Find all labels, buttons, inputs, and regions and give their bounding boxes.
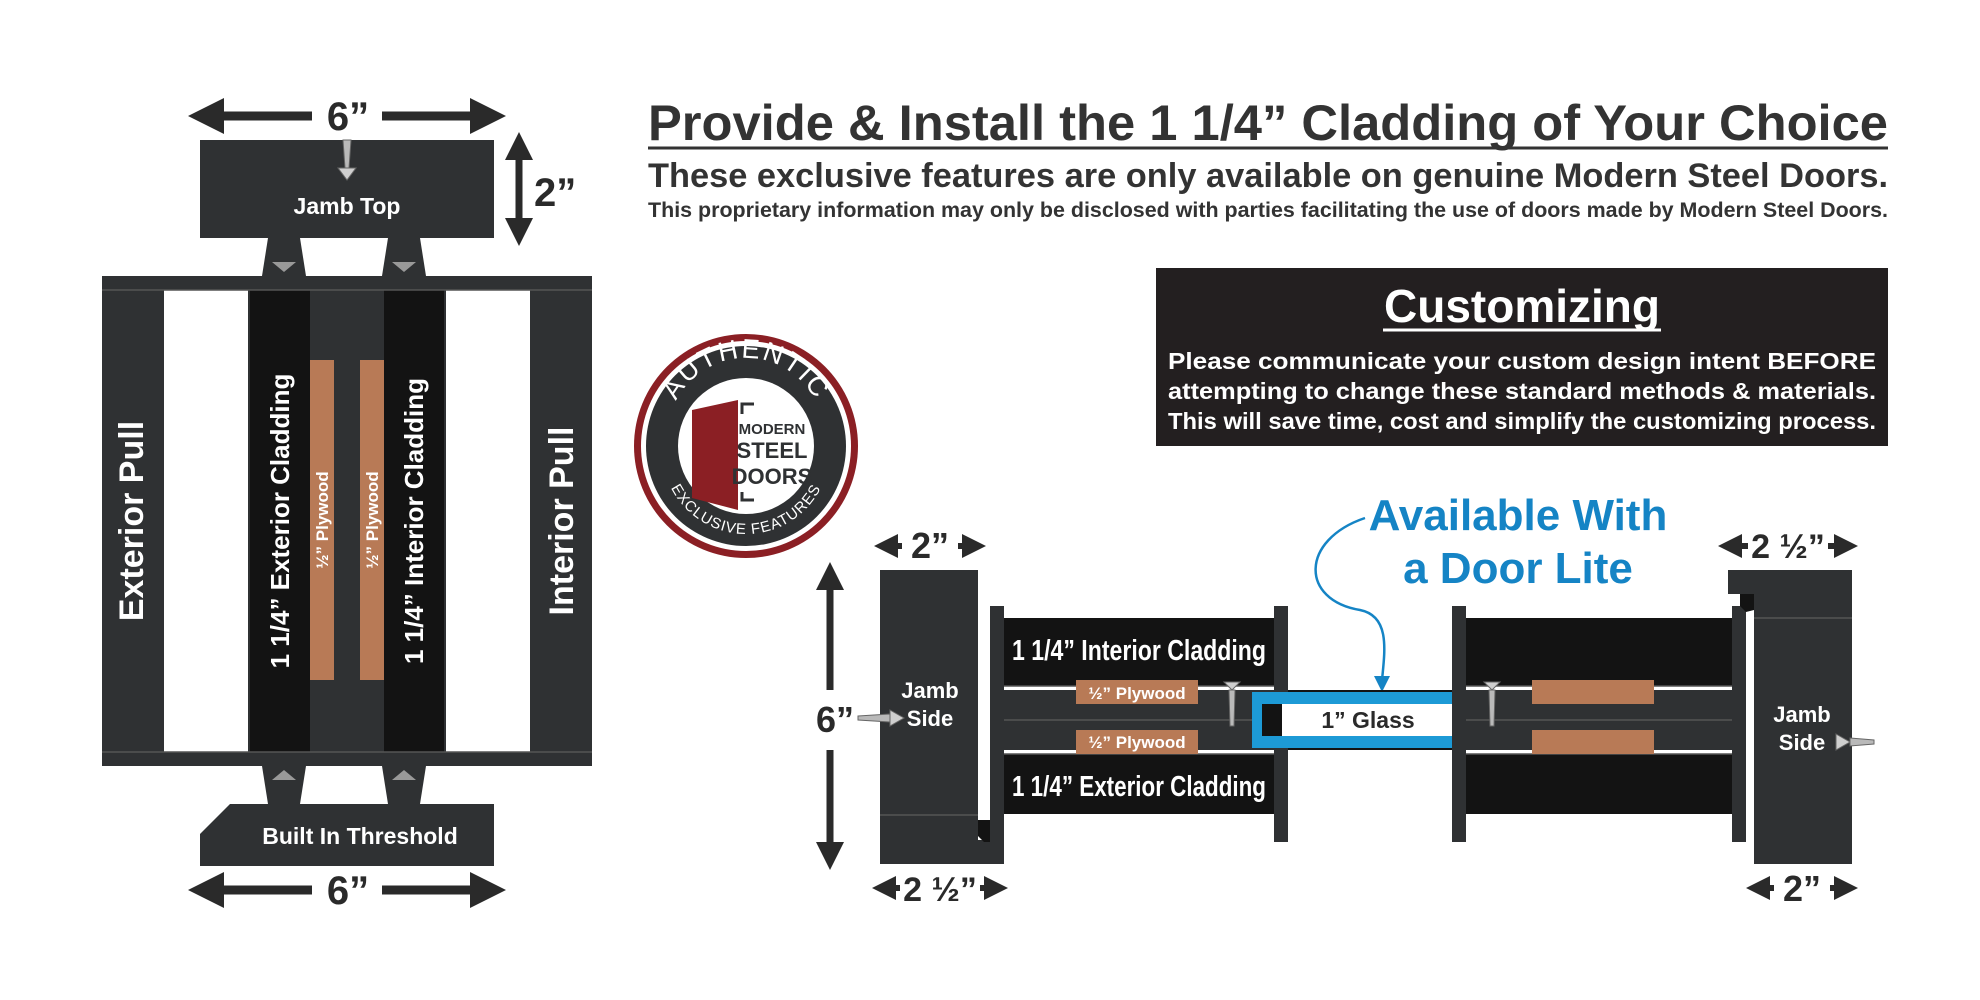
screw-icon	[1482, 681, 1502, 727]
door-logo-icon	[692, 400, 738, 510]
dim-top-height-label: 2”	[534, 171, 576, 215]
interior-cladding-panel	[1004, 618, 1274, 686]
plywood-right-label: ½” Plywood	[363, 471, 382, 568]
exterior-cladding-panel	[250, 290, 310, 752]
glass-label: 1” Glass	[1321, 707, 1414, 733]
plywood-bottom-label: ½” Plywood	[1088, 733, 1185, 752]
dim-right-bottom-label: 2”	[1783, 868, 1821, 909]
plywood-right-panel	[360, 360, 384, 680]
customizing-panel	[1156, 268, 1888, 446]
screw-icon	[857, 709, 906, 727]
plywood-top-panel	[1076, 680, 1198, 704]
threshold-label: Built In Threshold	[262, 823, 458, 849]
badge-brand-line-1: MODERN	[739, 421, 806, 438]
jamb-side-right	[1754, 570, 1852, 864]
exterior-cladding-panel	[1004, 754, 1274, 814]
interior-cladding-label: 1 1/4” Interior Cladding	[1012, 635, 1266, 667]
door-lite-line-2: a Door Lite	[1403, 544, 1633, 593]
glass-bottom-strip	[1262, 736, 1476, 748]
built-in-threshold	[200, 804, 494, 866]
screw-icon	[1222, 681, 1242, 727]
customizing-line-1: Please communicate your custom design in…	[1168, 348, 1876, 374]
plywood-bottom-panel	[1076, 730, 1198, 754]
frame-gap-right	[446, 290, 530, 752]
header: Provide & Install the 1 1/4” Cladding of…	[648, 95, 1888, 222]
dim-right-top-label: 2 ½”	[1751, 528, 1825, 566]
dim-bottom-width-label: 6”	[327, 869, 369, 913]
dim-left-height-label: 6”	[816, 699, 854, 740]
screw-icon	[337, 139, 357, 181]
plywood-left-label: ½” Plywood	[313, 471, 332, 568]
exterior-cladding-label: 1 1/4” Exterior Cladding	[265, 374, 295, 669]
jamb-side-right-label-2: Side	[1779, 730, 1825, 755]
customizing-line-2: attempting to change these standard meth…	[1168, 378, 1876, 404]
door-lite-line-1: Available With	[1369, 491, 1668, 540]
page-subtitle: These exclusive features are only availa…	[648, 157, 1888, 195]
customizing-box: Customizing Please communicate your cust…	[1156, 268, 1888, 446]
left-section-diagram: 6” Jamb Top 2” Exterior Pull Interior Pu…	[102, 95, 592, 913]
top-connector-right	[382, 238, 426, 276]
bottom-connector-right	[382, 766, 426, 804]
interior-cladding-label: 1 1/4” Interior Cladding	[399, 378, 429, 664]
exterior-pull-label: Exterior Pull	[113, 421, 151, 621]
interior-cladding-panel	[384, 290, 444, 752]
screw-icon	[1835, 733, 1875, 751]
notice-text: This proprietary information may only be…	[648, 199, 1888, 222]
dim-top-width-label: 6”	[327, 95, 369, 139]
plywood-top-label: ½” Plywood	[1088, 684, 1185, 703]
frame-gap-left	[164, 290, 248, 752]
interior-pull-label: Interior Pull	[543, 427, 581, 616]
jamb-side-right-label-1: Jamb	[1773, 702, 1830, 727]
badge-brand-line-3: DOORS	[732, 464, 813, 489]
exterior-cladding-label: 1 1/4” Exterior Cladding	[1012, 771, 1266, 803]
jamb-side-left-label-1: Jamb	[901, 678, 958, 703]
bottom-connector-left	[262, 766, 306, 804]
page-title: Provide & Install the 1 1/4” Cladding of…	[648, 95, 1888, 151]
authentic-badge: AUTHENTIC EXCLUSIVE FEATURES MODERN STEE…	[634, 334, 858, 558]
door-lite-pointer	[1314, 516, 1386, 681]
dim-left-top-label: 2”	[911, 525, 949, 566]
jamb-side-left-label-2: Side	[907, 706, 953, 731]
dim-left-bottom-label: 2 ½”	[903, 871, 977, 909]
badge-brand-line-2: STEEL	[737, 438, 808, 463]
glass-top-strip	[1262, 692, 1476, 704]
customizing-heading: Customizing	[1384, 280, 1660, 332]
jamb-top-label: Jamb Top	[294, 193, 401, 219]
top-connector-left	[262, 238, 306, 276]
right-section-diagram: Available With a Door Lite 2” 6” 2 ½” Ja…	[812, 491, 1875, 909]
customizing-line-3: This will save time, cost and simplify t…	[1168, 408, 1876, 434]
plywood-left-panel	[310, 360, 334, 680]
